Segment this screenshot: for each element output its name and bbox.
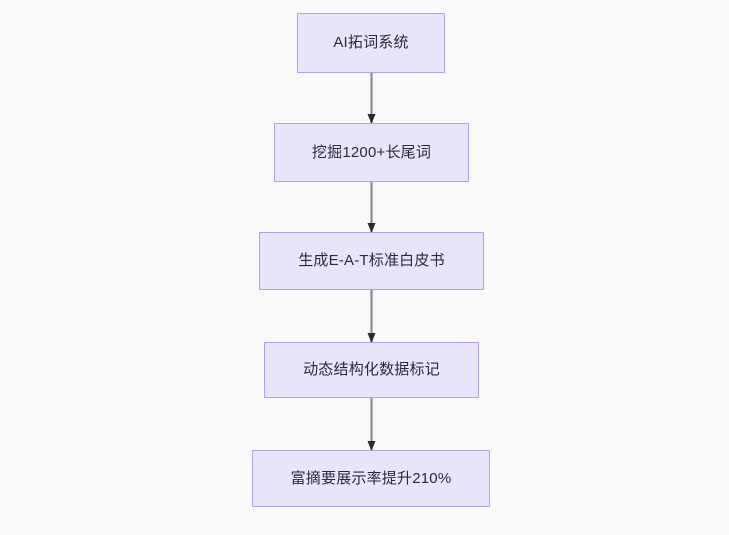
flow-node-label: 动态结构化数据标记 (303, 361, 440, 378)
flow-node-label: 富摘要展示率提升210% (290, 469, 452, 487)
flow-node-label: 生成E-A-T标准白皮书 (298, 252, 445, 269)
flow-node-label: AI拓词系统 (333, 34, 409, 51)
flow-node-mine-longtail-keywords[interactable]: 挖掘1200+长尾词 (274, 123, 469, 182)
flow-node-rich-snippet-impression-uplift[interactable]: 富摘要展示率提升210% (252, 450, 490, 507)
flow-node-dynamic-structured-data-markup[interactable]: 动态结构化数据标记 (264, 342, 479, 398)
flow-node-ai-keyword-system[interactable]: AI拓词系统 (297, 13, 445, 73)
flow-node-generate-eat-whitepaper[interactable]: 生成E-A-T标准白皮书 (259, 232, 484, 290)
flow-node-label: 挖掘1200+长尾词 (311, 143, 432, 161)
